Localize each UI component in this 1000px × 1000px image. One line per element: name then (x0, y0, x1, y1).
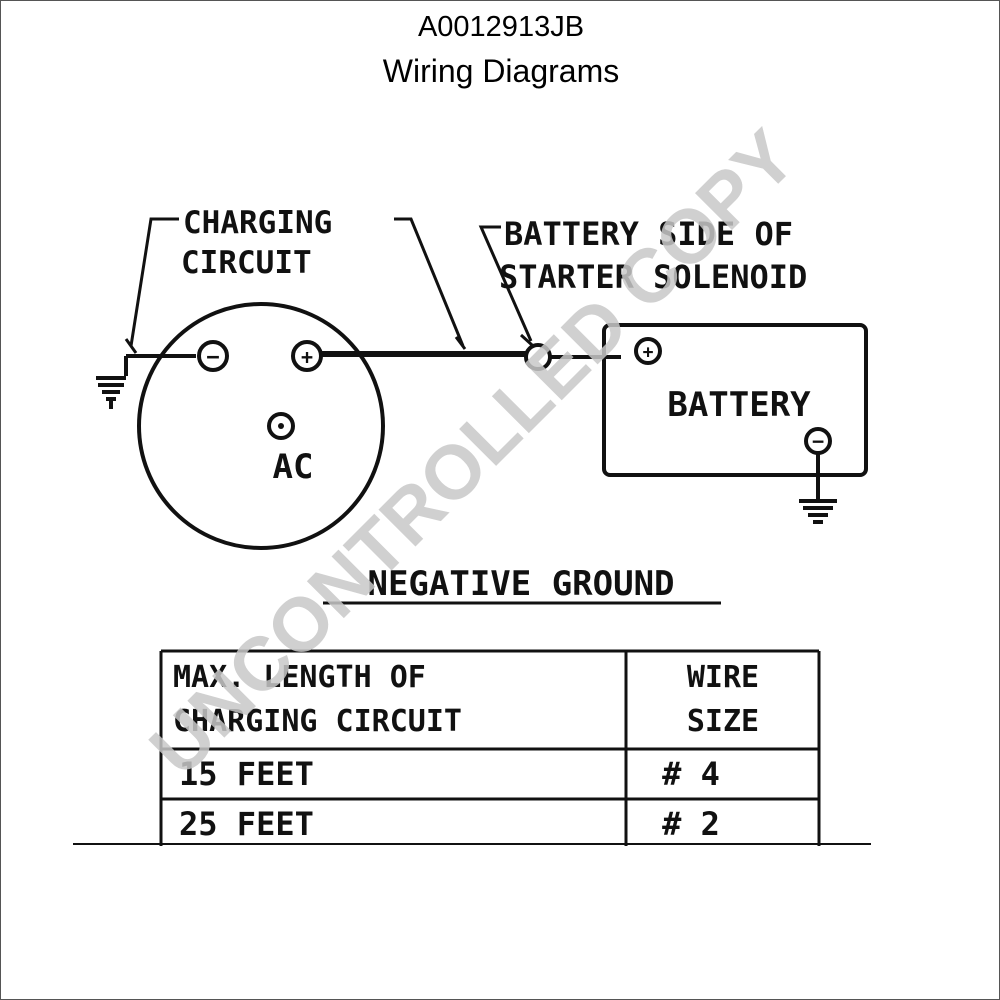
table-row-length: 25 FEET (179, 805, 314, 843)
charging-circuit-bracket (124, 217, 467, 354)
table-row-length: 15 FEET (179, 755, 314, 793)
table-row-wire: # 2 (662, 805, 720, 843)
document-subtitle: Wiring Diagrams (382, 53, 620, 89)
solenoid-leader-line (478, 225, 534, 347)
alternator-ground-icon (96, 354, 196, 409)
battery-positive-terminal: + (634, 337, 662, 365)
diagram-caption: NEGATIVE GROUND (367, 564, 674, 604)
alternator-positive-terminal: + (291, 340, 323, 372)
circuit-label: CIRCUIT (181, 245, 312, 281)
starter-solenoid-label: STARTER SOLENOID (499, 258, 807, 296)
table-header-length-line2: CHARGING CIRCUIT (173, 704, 462, 739)
alternator-ac-terminal (267, 412, 295, 440)
battery-negative-terminal: − (804, 427, 832, 455)
battery-ground-icon (799, 453, 837, 524)
wire-size-table (73, 649, 871, 846)
battery-box (602, 323, 868, 477)
charging-label: CHARGING (183, 205, 332, 241)
alternator-circle (137, 302, 385, 550)
ac-label: AC (273, 447, 314, 487)
table-header-length-line1: MAX. LENGTH OF (173, 660, 426, 695)
battery-negative-symbol: − (812, 429, 824, 453)
table-header-wire-line1: WIRE (687, 660, 759, 695)
battery-side-label: BATTERY SIDE OF (504, 215, 793, 253)
battery-positive-symbol: + (643, 342, 654, 363)
table-header-wire-line2: SIZE (687, 704, 759, 739)
alternator-negative-terminal: − (197, 340, 229, 372)
battery-label: BATTERY (667, 385, 811, 425)
positive-terminal-symbol: + (301, 345, 313, 369)
negative-terminal-symbol: − (206, 345, 219, 370)
document-id: A0012913JB (417, 11, 585, 43)
table-row-wire: # 4 (662, 755, 720, 793)
